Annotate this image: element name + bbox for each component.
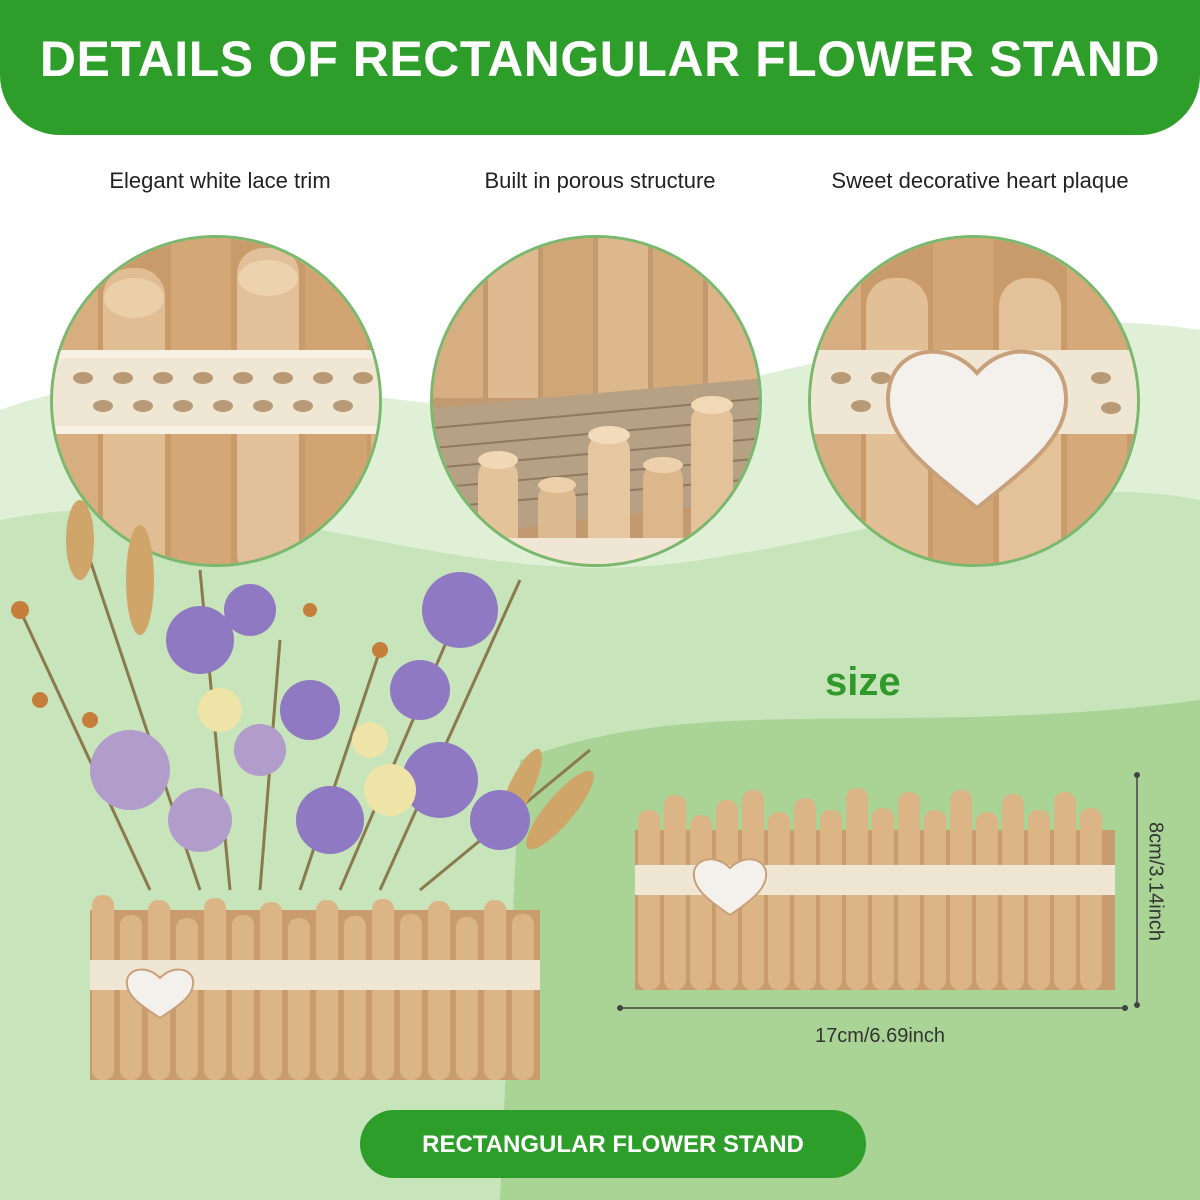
page-title: DETAILS OF RECTANGULAR FLOWER STAND — [39, 31, 1161, 87]
product-name-banner — [360, 1110, 866, 1178]
size-label: size — [825, 660, 901, 704]
caption-porous-structure: Built in porous structure — [484, 168, 716, 193]
caption-heart-plaque: Sweet decorative heart plaque — [831, 168, 1129, 193]
height-dimension-label: 8cm/3.14inch — [1144, 822, 1167, 941]
product-photo-with-flowers — [11, 500, 594, 1080]
caption-lace-trim: Elegant white lace trim — [109, 168, 331, 193]
product-dimension-photo — [635, 788, 1115, 990]
title-banner — [0, 0, 1200, 135]
width-dimension-label: 17cm/6.69inch — [814, 1025, 946, 1047]
product-name-label: RECTANGULAR FLOWER STAND — [422, 1131, 804, 1158]
